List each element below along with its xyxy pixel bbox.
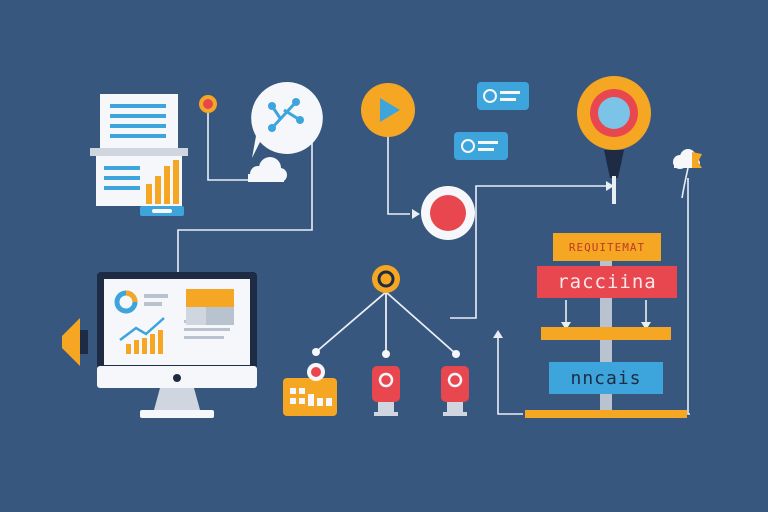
hub-network	[312, 265, 460, 358]
play-button-icon	[361, 83, 415, 137]
network-speech-bubble-icon	[251, 81, 323, 158]
sign-bottom-board	[549, 362, 663, 394]
ring-dot-icon	[199, 95, 217, 113]
target-marker-icon	[577, 76, 651, 204]
connector-bubble-to-monitor	[177, 140, 313, 272]
desktop-monitor-icon	[97, 272, 257, 418]
donut-chart-icon	[114, 290, 138, 314]
sign-top-label: REQUITEMAT	[568, 240, 646, 254]
connector-cloud-to-base	[687, 178, 690, 415]
connector-center-to-target	[450, 185, 612, 319]
connector-dot-to-cloud	[207, 108, 248, 181]
signpost	[525, 233, 687, 418]
connector-loop-left	[497, 334, 523, 415]
connector-hook	[681, 167, 689, 199]
arrow-head-sign-left	[561, 322, 571, 330]
arrow-heads	[412, 181, 651, 338]
connector-play-to-record	[387, 130, 410, 215]
hub-node-icon	[372, 265, 400, 293]
sign-top-board	[553, 233, 661, 261]
signpost-base	[525, 410, 687, 418]
line-chart-icon	[119, 317, 165, 354]
sign-middle-board	[537, 266, 677, 298]
record-button-icon	[421, 186, 475, 240]
padlock-icon-right	[441, 366, 469, 416]
bar-chart-icon	[146, 160, 179, 204]
report-document-icon	[90, 94, 188, 216]
sign-middle-label: racciina	[557, 271, 657, 293]
cloud-icon	[248, 157, 287, 182]
connector-lines	[177, 108, 690, 415]
calendar-icon	[283, 363, 337, 416]
toggle-card-lower	[454, 132, 508, 160]
cloud-flag-icon	[673, 149, 702, 169]
megaphone-icon	[62, 318, 88, 366]
arrow-head-record	[412, 209, 420, 219]
arrow-head-sign-right	[641, 322, 651, 330]
sign-bottom-label: nncais	[570, 367, 642, 389]
padlock-icon-left	[372, 366, 400, 416]
sign-divider-bar	[541, 327, 671, 340]
toggle-card-upper	[477, 82, 529, 110]
arrow-head-loop	[493, 330, 503, 338]
arrow-head-target	[606, 181, 614, 191]
